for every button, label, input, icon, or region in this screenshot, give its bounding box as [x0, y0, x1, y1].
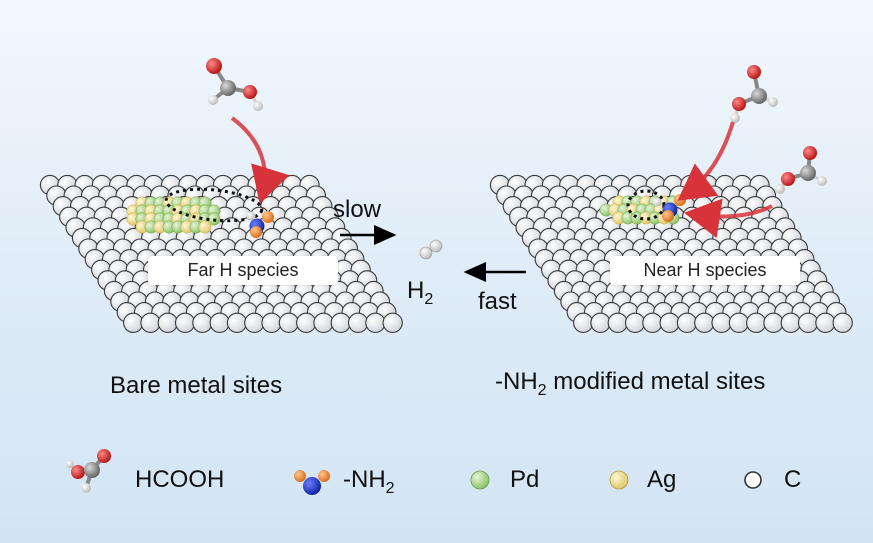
h2-main: H [407, 277, 425, 304]
carbon-atom [365, 312, 386, 333]
legend-ag-icon [609, 470, 629, 490]
carbon-atom [832, 312, 853, 333]
hcooh-molecule-right-bottom [775, 146, 827, 194]
carbon-atom [278, 312, 300, 333]
hcooh-molecule-right-top [730, 65, 778, 123]
h2-sub: 2 [424, 290, 434, 308]
carbon-atom [244, 312, 265, 333]
carbon-atom [157, 312, 178, 333]
carbon-atom [728, 312, 750, 333]
left-caption: Bare metal sites [110, 372, 283, 399]
carbon-atom [313, 312, 334, 333]
legend-ag-label: Ag [647, 466, 677, 493]
carbon-atom [382, 312, 403, 333]
far-h-species-label: Far H species [148, 256, 338, 285]
hcooh-molecule-left [206, 58, 263, 111]
right-caption-prefix: -NH [495, 368, 538, 395]
legend-c-icon [744, 471, 762, 489]
carbon-atom [780, 312, 801, 333]
metal-cluster-left [126, 196, 221, 234]
carbon-atom [607, 312, 628, 333]
red-arrow-right-top [677, 121, 735, 201]
dotted-ellipse-left [164, 187, 264, 223]
carbon-atom [192, 312, 213, 333]
carbon-atom [174, 312, 196, 333]
carbon-atom [347, 312, 369, 333]
legend-nh2-prefix: -NH [343, 466, 386, 493]
fast-label: fast [478, 288, 517, 315]
carbon-atom [694, 312, 715, 333]
slow-label: slow [333, 196, 382, 223]
carbon-atom [763, 312, 784, 333]
ag-atom [198, 220, 212, 234]
carbon-atom [815, 312, 836, 333]
metal-cluster-right [599, 195, 680, 225]
carbon-atom [659, 312, 680, 333]
carbon-atom [123, 312, 144, 333]
carbon-atom [140, 312, 161, 333]
carbon-atom [642, 312, 663, 333]
legend-nh2-icon [294, 470, 330, 495]
carbon-atom [296, 312, 317, 333]
carbon-atom [746, 312, 767, 333]
legend-pd-icon [470, 470, 490, 490]
carbon-atom [590, 312, 611, 333]
red-arrow-left [230, 116, 290, 204]
h2-molecule [419, 239, 443, 260]
carbon-atom [261, 312, 282, 333]
carbon-atom [624, 312, 646, 333]
right-caption-sub: 2 [537, 381, 547, 399]
h2-product-label: H2 [407, 277, 433, 309]
legend-hcooh-label: HCOOH [135, 466, 225, 493]
legend-nh2-sub: 2 [385, 479, 395, 497]
carbon-atom [330, 312, 351, 333]
legend-hcooh-icon [66, 449, 111, 493]
near-h-species-label: Near H species [610, 256, 800, 285]
carbon-atom [226, 312, 248, 333]
right-caption-suffix: modified metal sites [546, 368, 766, 395]
dotted-ellipse-right [626, 189, 666, 221]
legend-pd-label: Pd [510, 466, 540, 493]
red-arrow-right-bottom [684, 198, 773, 239]
carbon-atom [797, 312, 819, 333]
carbon-atom [573, 312, 594, 333]
nh2-group-left [246, 211, 274, 238]
carbon-atom [711, 312, 732, 333]
carbon-atom [209, 312, 230, 333]
carbon-atom [676, 312, 698, 333]
legend-nh2-label: -NH2 [343, 466, 395, 498]
legend-c-label: C [784, 466, 802, 493]
right-caption: -NH2 modified metal sites [495, 368, 765, 400]
